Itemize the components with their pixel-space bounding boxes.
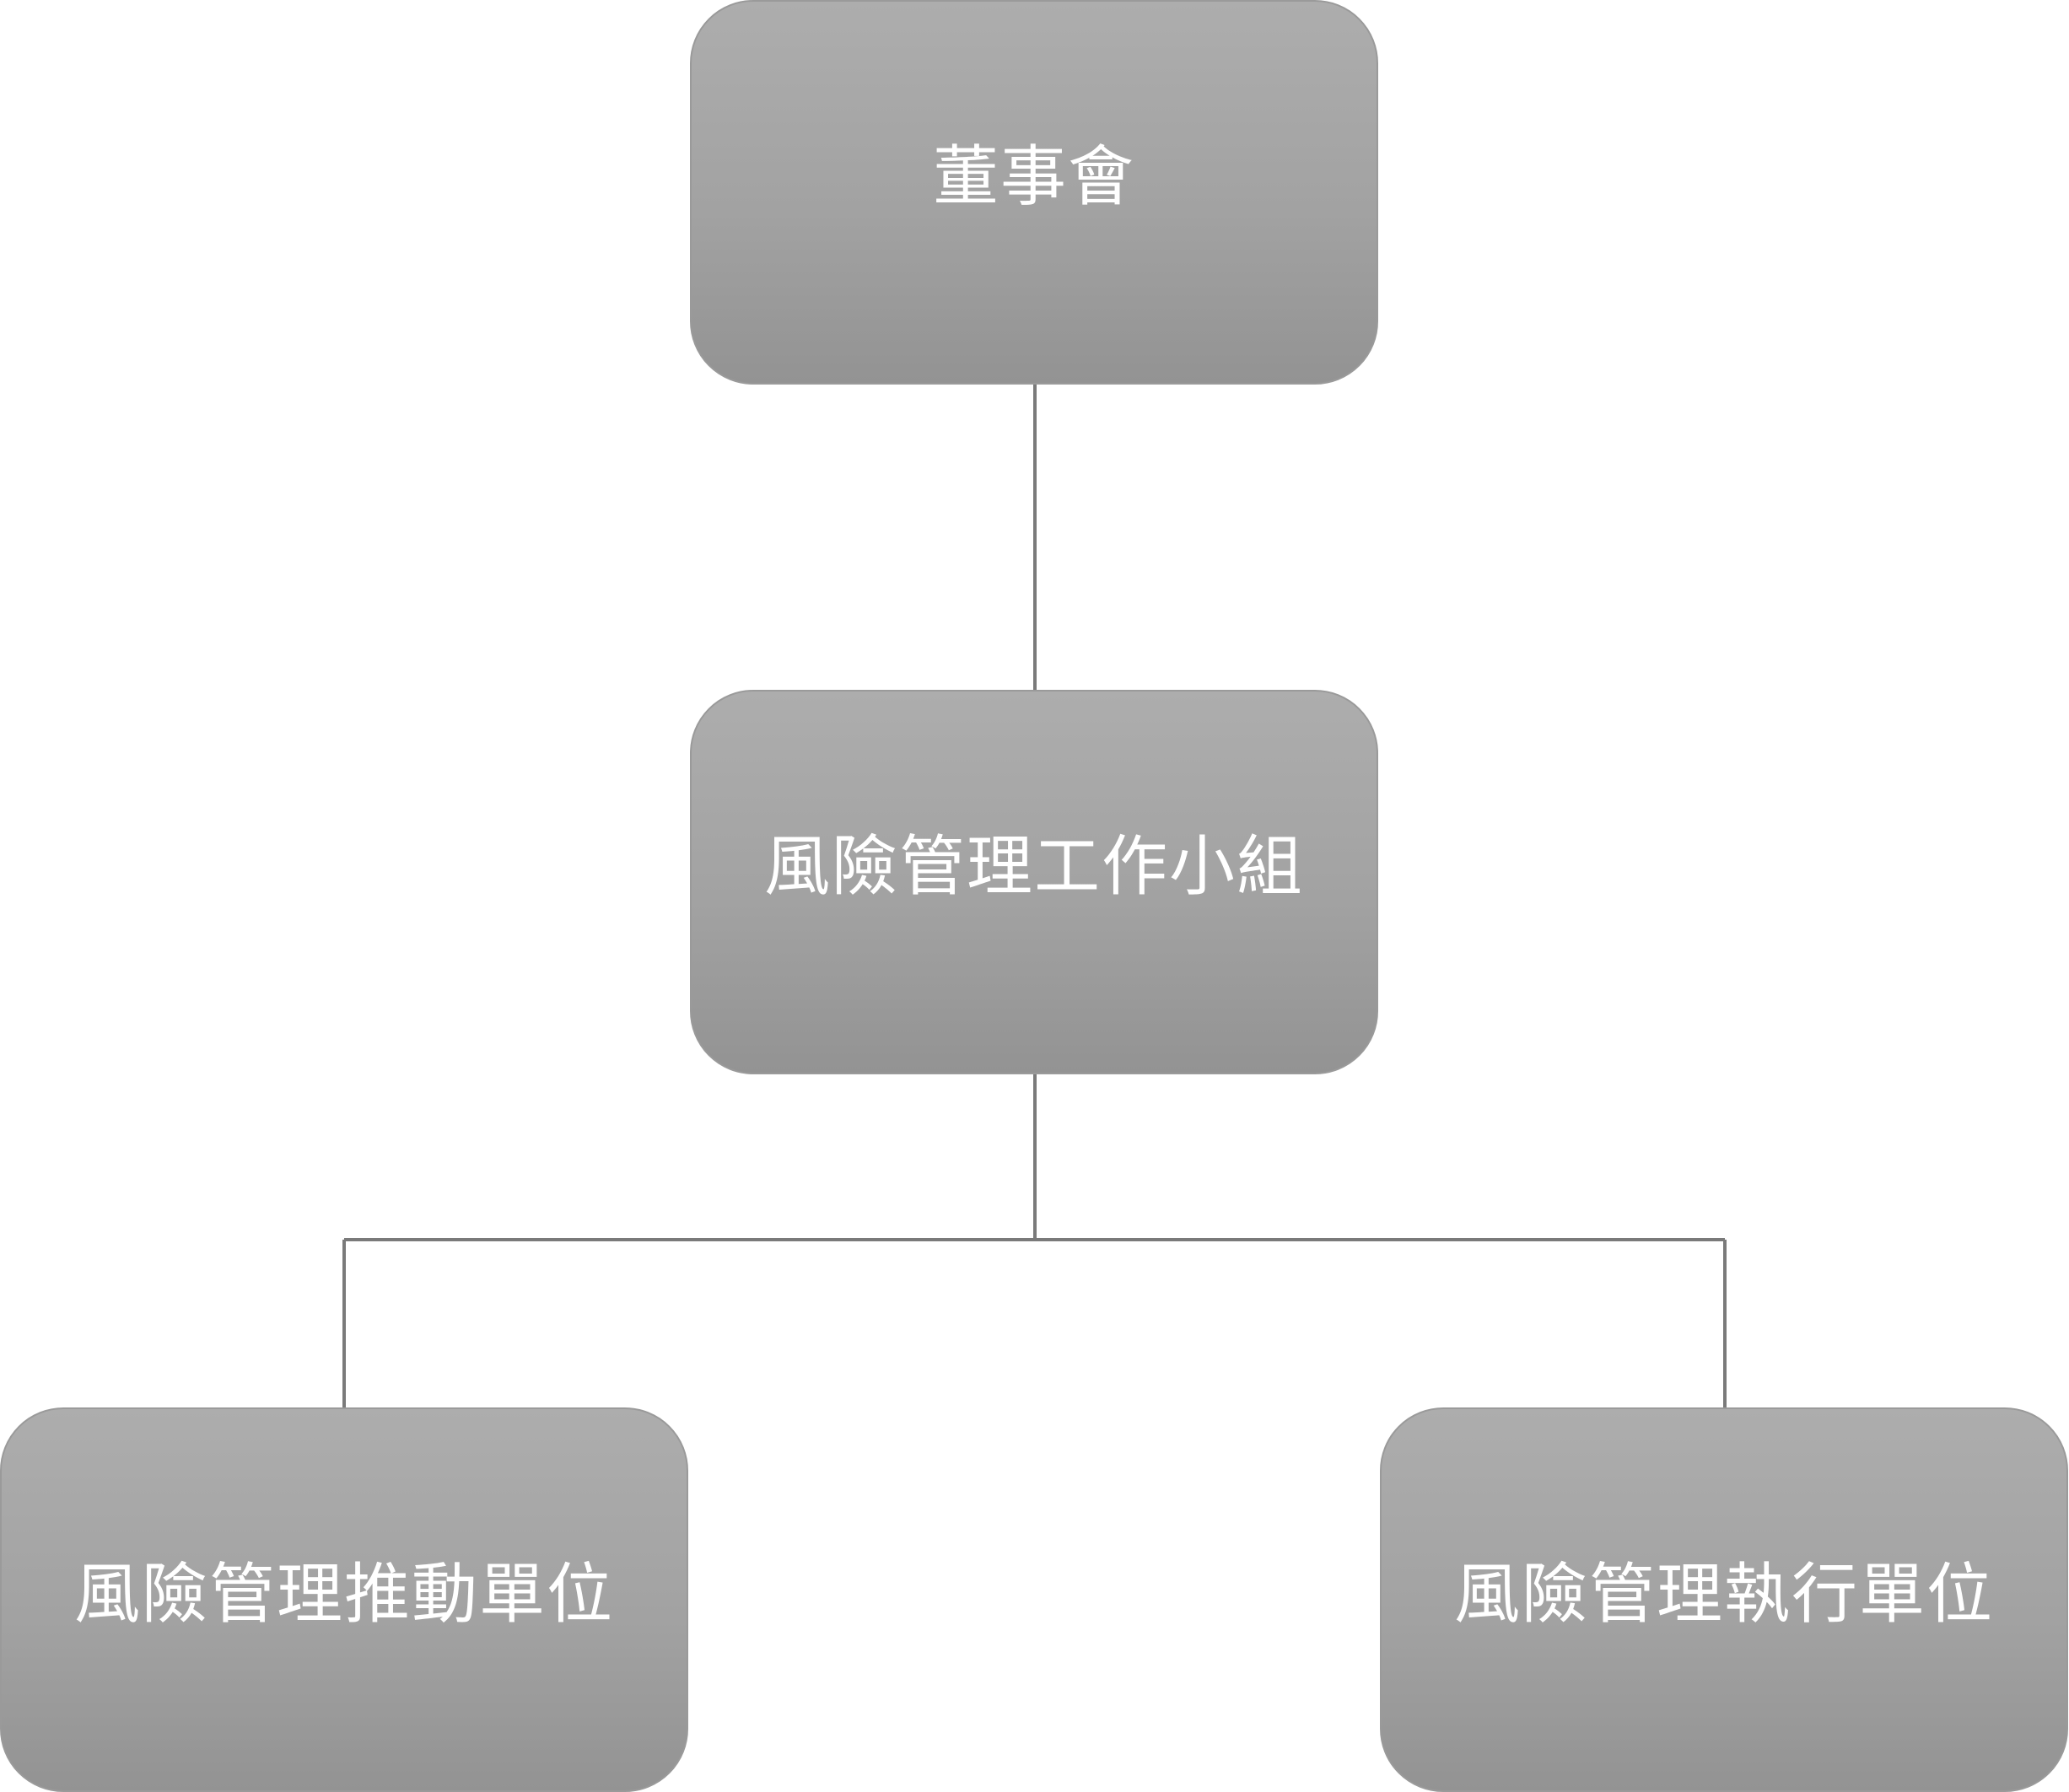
node-risk-management-execution-unit: 風險管理執行單位 (1380, 1407, 2068, 1792)
node-risk-management-working-group: 風險管理工作小組 (690, 690, 1378, 1074)
node-board-of-directors: 董事會 (690, 0, 1378, 385)
node-risk-management-promotion-unit: 風險管理推動單位 (0, 1407, 688, 1792)
node-label-board: 董事會 (932, 139, 1135, 215)
node-label-execution-unit: 風險管理執行單位 (1453, 1557, 1994, 1633)
node-label-working-group: 風險管理工作小組 (763, 829, 1304, 905)
node-label-promotion-unit: 風險管理推動單位 (73, 1557, 614, 1633)
